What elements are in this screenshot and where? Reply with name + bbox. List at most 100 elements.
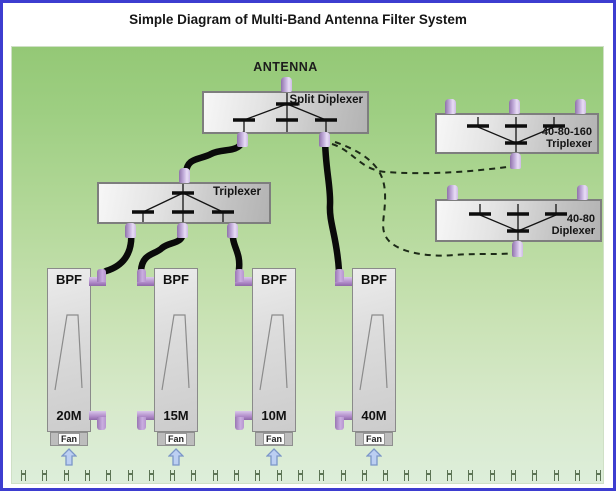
triplexer-out-3-connector — [227, 223, 238, 238]
rf-elbow-connector — [335, 411, 352, 430]
fan-housing: Fan — [50, 432, 88, 446]
splitter-out-left-connector — [237, 132, 248, 147]
combiner-schematic-icon — [467, 117, 565, 152]
fin-tick — [468, 470, 474, 481]
fin-tick — [63, 470, 69, 481]
fin-tick — [489, 470, 495, 481]
bpf-band-label: 20M — [56, 408, 82, 423]
antenna-port-connector — [281, 77, 292, 92]
cable-splitter-to-triplexer — [182, 131, 247, 177]
triplexer-schematic-icon — [132, 184, 234, 222]
triplexer-40-80-160-label: 40-80-160 Triplexer — [541, 126, 592, 150]
airflow-up-arrow-icon — [168, 448, 184, 466]
fan-label: Fan — [165, 433, 187, 445]
triplexer-in-connector — [179, 168, 190, 183]
splitter-out-right-connector — [319, 132, 330, 147]
rf-elbow-connector — [235, 269, 252, 288]
fin-tick — [340, 470, 346, 481]
bpf-unit-10m: BPF 10M Fan — [235, 268, 296, 468]
dashed-link-to-40-80 — [334, 141, 515, 257]
fin-tick — [574, 470, 580, 481]
fin-tick — [84, 470, 90, 481]
tri-40-80-160-out-connector — [510, 153, 521, 169]
combiner-schematic-icon — [469, 204, 567, 240]
bpf-type-label: BPF — [261, 272, 287, 287]
splitter-schematic-icon — [233, 93, 337, 132]
bpf-band-label: 10M — [261, 408, 287, 423]
fan-housing: Fan — [157, 432, 195, 446]
diplexer-40-80-label: 40-80 Diplexer — [551, 213, 595, 237]
fin-tick — [212, 470, 218, 481]
split-diplexer-label: Split Diplexer — [289, 94, 364, 106]
fan-label: Fan — [263, 433, 285, 445]
tri-40-80-160-in-1-connector — [445, 99, 456, 114]
fin-tick — [276, 470, 282, 481]
filter-curve-icon — [259, 314, 288, 391]
fin-tick — [404, 470, 410, 481]
page-title: Simple Diagram of Multi-Band Antenna Fil… — [129, 12, 467, 27]
fin-tick — [361, 470, 367, 481]
cable-splitter-to-40m — [321, 133, 343, 275]
filter-curve-icon — [54, 314, 83, 391]
rf-elbow-connector — [235, 411, 252, 430]
bpf-band-label: 15M — [163, 408, 189, 423]
fin-tick — [319, 470, 325, 481]
bpf-unit-15m: BPF 15M Fan — [137, 268, 198, 468]
fin-tick — [425, 470, 431, 481]
triplexer-box: Triplexer — [97, 182, 271, 224]
fan-label: Fan — [363, 433, 385, 445]
dip-40-80-in-2-connector — [577, 185, 588, 200]
fan-housing: Fan — [255, 432, 293, 446]
heatsink-fin-strip — [21, 470, 603, 482]
fin-tick — [148, 470, 154, 481]
antenna-label: ANTENNA — [253, 60, 318, 74]
diagram-canvas: ANTENNA Split Diplexer — [11, 46, 604, 484]
fin-tick — [596, 470, 602, 481]
fin-tick — [191, 470, 197, 481]
fin-tick — [553, 470, 559, 481]
rf-elbow-connector — [137, 411, 154, 430]
fin-tick — [255, 470, 261, 481]
tri-40-80-160-in-2-connector — [509, 99, 520, 114]
fin-tick — [234, 470, 239, 481]
bpf-box: BPF 40M — [352, 268, 396, 432]
rf-elbow-connector — [335, 269, 352, 288]
bpf-box: BPF 20M — [47, 268, 91, 432]
fin-tick — [21, 470, 26, 481]
filter-curve-icon — [161, 314, 190, 391]
dashed-link-to-40-80-160 — [331, 143, 515, 175]
fin-tick — [510, 470, 516, 481]
fin-tick — [106, 470, 112, 481]
split-diplexer-box: Split Diplexer — [202, 91, 369, 134]
triplexer-label: Triplexer — [213, 186, 261, 198]
bpf-type-label: BPF — [163, 272, 189, 287]
rf-elbow-connector — [89, 269, 106, 288]
bpf-box: BPF 15M — [154, 268, 198, 432]
fan-label: Fan — [58, 433, 80, 445]
airflow-up-arrow-icon — [61, 448, 77, 466]
triplexer-out-2-connector — [177, 223, 188, 238]
airflow-up-arrow-icon — [366, 448, 382, 466]
rf-elbow-connector — [89, 411, 106, 430]
tri-40-80-160-in-3-connector — [575, 99, 586, 114]
cable-triplexer-to-15m — [137, 226, 187, 275]
bpf-type-label: BPF — [56, 272, 82, 287]
fin-tick — [297, 470, 303, 481]
bpf-box: BPF 10M — [252, 268, 296, 432]
dip-40-80-in-1-connector — [447, 185, 458, 200]
fin-tick — [383, 470, 389, 481]
fan-housing: Fan — [355, 432, 393, 446]
rf-elbow-connector — [137, 269, 154, 288]
triplexer-out-1-connector — [125, 223, 136, 238]
bpf-band-label: 40M — [361, 408, 387, 423]
airflow-up-arrow-icon — [266, 448, 282, 466]
fin-tick — [532, 470, 538, 481]
bpf-type-label: BPF — [361, 272, 387, 287]
filter-curve-icon — [359, 314, 388, 391]
fin-tick — [170, 470, 176, 481]
fin-tick — [447, 470, 452, 481]
dip-40-80-out-connector — [512, 241, 523, 257]
bpf-unit-40m: BPF 40M Fan — [335, 268, 396, 468]
bpf-unit-20m: BPF 20M Fan — [47, 268, 106, 468]
